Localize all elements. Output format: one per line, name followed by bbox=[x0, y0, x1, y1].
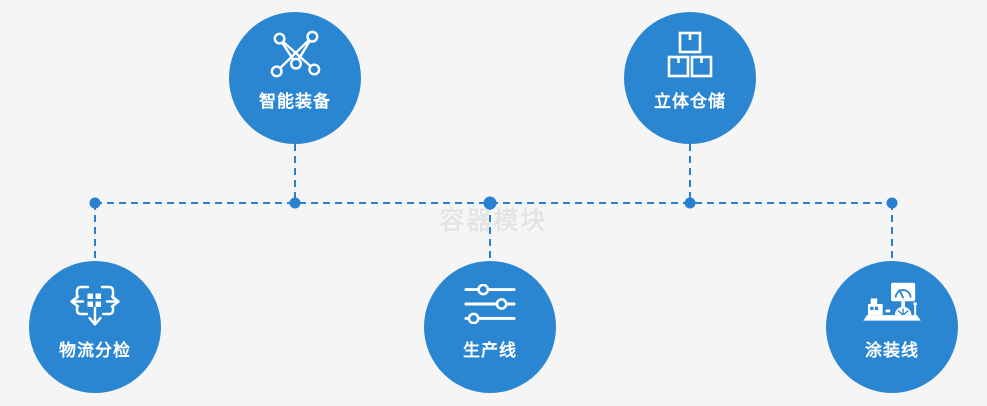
node-smart-equipment[interactable]: 智能装备 bbox=[229, 12, 361, 144]
node-label: 智能装备 bbox=[259, 92, 331, 111]
network-nodes-icon bbox=[264, 26, 326, 84]
node-label: 物流分检 bbox=[59, 341, 131, 360]
node-label: 立体仓储 bbox=[654, 92, 726, 111]
node-label: 生产线 bbox=[463, 341, 517, 360]
coating-machine-icon bbox=[860, 275, 924, 333]
dispatch-arrows-icon bbox=[67, 275, 123, 333]
node-logistics-sorting[interactable]: 物流分检 bbox=[29, 261, 161, 393]
node-production-line[interactable]: 生产线 bbox=[424, 261, 556, 393]
node-warehouse[interactable]: 立体仓储 bbox=[624, 12, 756, 144]
stacked-boxes-icon bbox=[667, 26, 713, 84]
node-coating-line[interactable]: 涂装线 bbox=[826, 261, 958, 393]
watermark: 容器模块 bbox=[439, 207, 548, 235]
sliders-icon bbox=[463, 275, 517, 333]
node-label: 涂装线 bbox=[865, 341, 919, 360]
